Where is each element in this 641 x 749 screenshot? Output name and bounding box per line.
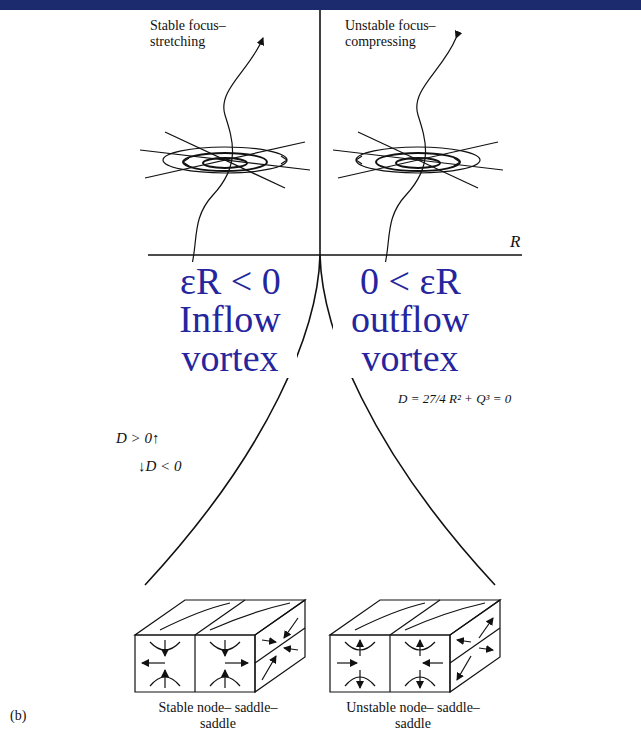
region-label: Stable focus– stretching xyxy=(150,18,260,50)
strain-label: εR < 0 xyxy=(178,262,283,301)
panel-label: (b) xyxy=(10,708,26,724)
discriminant-label: ↓D < 0 xyxy=(138,458,181,475)
strain-label: 0 < εR xyxy=(358,262,463,301)
region-label: Unstable focus– compressing xyxy=(345,18,465,50)
slide-band xyxy=(0,0,641,10)
vortex-label: Inflow vortex xyxy=(163,300,297,378)
axis-label: R xyxy=(510,232,520,252)
vortex-label: outflow vortex xyxy=(333,300,487,378)
region-label: Stable node– saddle–saddle xyxy=(153,700,283,732)
region-label: Unstable node– saddle–saddle xyxy=(343,700,483,732)
curve-equation: D = 27/4 R² + Q³ = 0 xyxy=(398,392,511,407)
discriminant-label: D > 0↑ xyxy=(116,430,159,447)
